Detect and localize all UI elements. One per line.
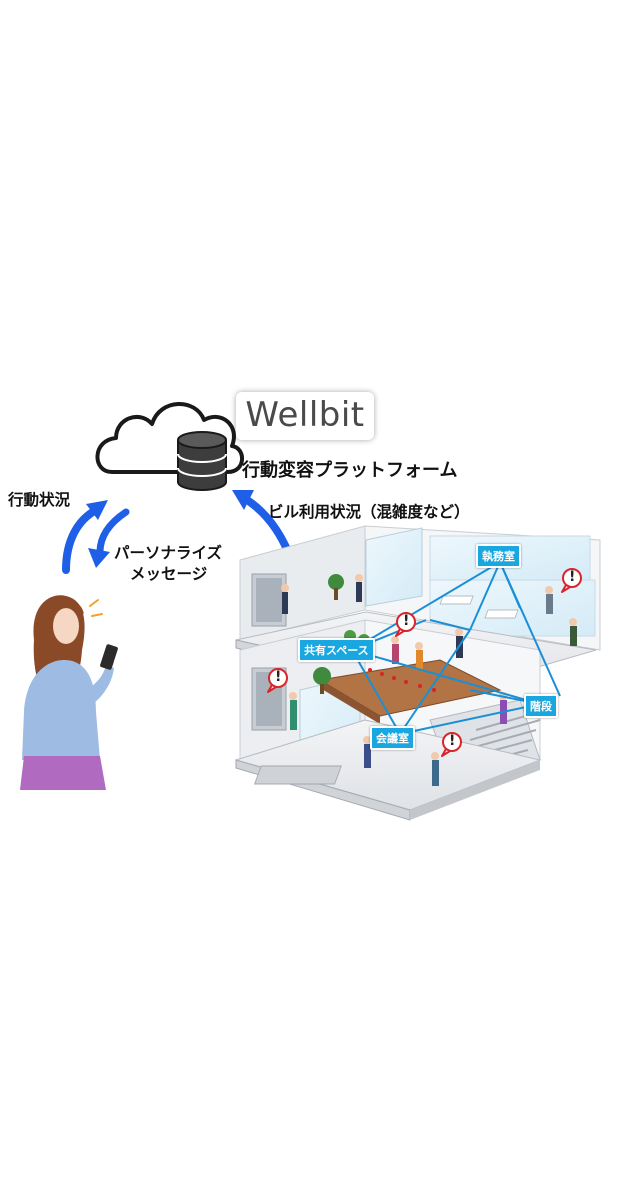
room-tag-stairs: 階段 (524, 694, 558, 718)
alert-icon (395, 612, 416, 637)
behavior-status-label: 行動状況 (8, 491, 71, 509)
database-icon (177, 431, 227, 491)
building-status-label: ビル利用状況（混雑度など） (268, 503, 470, 521)
arrow-personalized-message (88, 508, 130, 568)
alert-icon (561, 568, 582, 593)
personalized-message-line1: パーソナライズ (114, 544, 223, 562)
woman-figure (20, 595, 118, 790)
room-tag-office: 執務室 (476, 544, 521, 568)
personalized-message-line2: メッセージ (130, 565, 208, 583)
alert-mark: ! (403, 613, 410, 629)
network-lines (351, 561, 561, 735)
building-illustration (234, 525, 601, 821)
alert-mark: ! (449, 733, 456, 749)
room-tag-shared-space: 共有スペース (298, 638, 375, 662)
alert-mark: ! (569, 569, 576, 585)
room-tag-meeting-room: 会議室 (370, 726, 415, 750)
arrow-behavior-status (62, 500, 108, 574)
platform-label: 行動変容プラットフォーム (242, 460, 458, 481)
alert-icon (267, 668, 288, 693)
logo-text: Wellbit (245, 395, 365, 435)
alert-icon (441, 732, 462, 757)
alert-mark: ! (275, 669, 282, 685)
wellbit-logo: Wellbit (236, 392, 374, 440)
